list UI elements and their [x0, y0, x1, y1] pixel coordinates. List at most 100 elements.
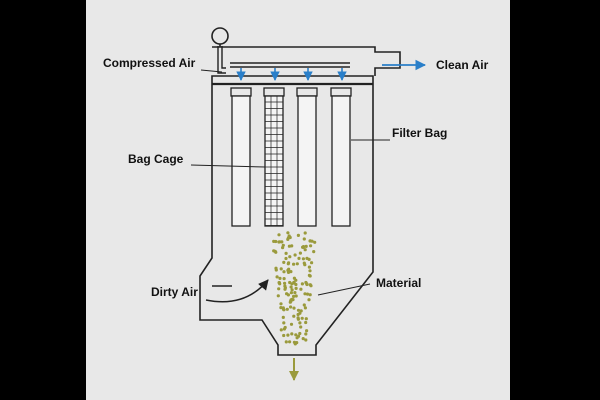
dust-particle [309, 284, 313, 288]
material-label: Material [376, 276, 421, 290]
dust-particle [278, 276, 282, 280]
compressed-air-riser-inner [221, 46, 226, 69]
dust-particle [292, 262, 296, 266]
dust-particle [286, 268, 290, 272]
dust-particle [275, 275, 279, 279]
dust-particle [304, 320, 308, 325]
dust-particle [292, 306, 296, 310]
dust-particle [305, 329, 309, 333]
dust-particle [308, 239, 312, 243]
dust-particle [302, 261, 306, 265]
dust-particle [282, 308, 286, 312]
filter-bag-3 [296, 87, 318, 227]
dust-particle [272, 249, 276, 253]
dust-particle [282, 321, 286, 325]
dust-particle [301, 245, 305, 249]
dust-particle [283, 281, 287, 285]
dirty-air-label: Dirty Air [151, 285, 198, 299]
dirty-air-arrow [205, 279, 269, 303]
dust-particle [304, 244, 308, 248]
dust-particle [293, 253, 297, 257]
dust-particle [284, 340, 288, 344]
dust-particle [286, 231, 290, 235]
dust-particle [292, 294, 296, 298]
dust-particle [293, 291, 297, 295]
dust-particle [280, 240, 284, 244]
dust-particle [279, 302, 283, 306]
dust-particle [284, 251, 288, 255]
dust-particle [296, 233, 300, 237]
housing-outline [199, 75, 374, 356]
dust-particle [302, 237, 306, 241]
dust-particle [289, 322, 294, 326]
dust-particle [300, 316, 304, 320]
dust-particle [302, 303, 306, 307]
dust-particle [277, 281, 281, 285]
dust-particle [299, 325, 303, 329]
dust-particle [294, 294, 298, 298]
dust-particle [308, 293, 312, 297]
dust-particle [279, 267, 283, 271]
dust-particle [298, 251, 302, 255]
dust-particle [277, 287, 281, 291]
dust-particle [277, 240, 281, 244]
dust-particle [301, 337, 305, 341]
pressure-gauge-icon [211, 27, 229, 47]
dust-particle [288, 340, 292, 344]
dust-particle [296, 312, 300, 317]
dust-particles [272, 231, 317, 346]
filter-bag-1 [230, 87, 252, 227]
dust-particle [304, 332, 308, 336]
bag-cage-leader [190, 164, 266, 168]
dust-particle [300, 282, 304, 286]
dust-particle [305, 282, 309, 286]
clean-air-label: Clean Air [436, 58, 489, 72]
compressed-air-label: Compressed Air [103, 56, 196, 70]
dust-particle [307, 298, 311, 302]
dust-particle [289, 305, 293, 309]
dust-particle [298, 321, 302, 325]
dust-particle [308, 269, 312, 273]
dust-particle [285, 292, 289, 296]
dust-particle [292, 276, 296, 280]
dust-particle [294, 333, 298, 337]
dust-particle [274, 239, 278, 244]
dust-particle [305, 256, 309, 260]
dust-particle [276, 294, 280, 298]
dust-particle [303, 292, 307, 296]
dust-particle [282, 333, 286, 338]
dust-particle [287, 234, 291, 238]
dust-particle [307, 265, 311, 269]
dust-particle [297, 256, 301, 260]
dust-particle [303, 306, 307, 310]
filter-bag-label: Filter Bag [392, 126, 447, 140]
dust-particle [310, 261, 314, 265]
dust-particle [282, 270, 286, 274]
dust-particle [313, 240, 317, 244]
bag-cage-label: Bag Cage [128, 152, 184, 166]
dust-particle [282, 277, 286, 281]
dust-particle [289, 291, 293, 295]
dust-particle [296, 316, 300, 320]
dust-particle [299, 309, 303, 313]
material-leader [317, 283, 371, 296]
dust-particle [296, 308, 301, 312]
dust-particle [281, 315, 285, 319]
dust-particle [277, 233, 281, 237]
dust-particle [288, 280, 292, 285]
clean-air-plenum [212, 46, 401, 76]
dust-particle [282, 260, 286, 264]
filter-bag-4 [330, 87, 352, 227]
dust-particle [274, 268, 278, 272]
dust-particle [290, 288, 294, 292]
dust-particle [304, 338, 308, 342]
dust-particle [286, 262, 290, 266]
dust-particle [303, 231, 307, 235]
dust-particle [294, 282, 298, 287]
dust-particle [299, 287, 303, 291]
dust-particle [283, 286, 287, 290]
dust-particle [303, 248, 307, 252]
dust-particle [312, 250, 316, 254]
dust-particle [295, 336, 299, 340]
